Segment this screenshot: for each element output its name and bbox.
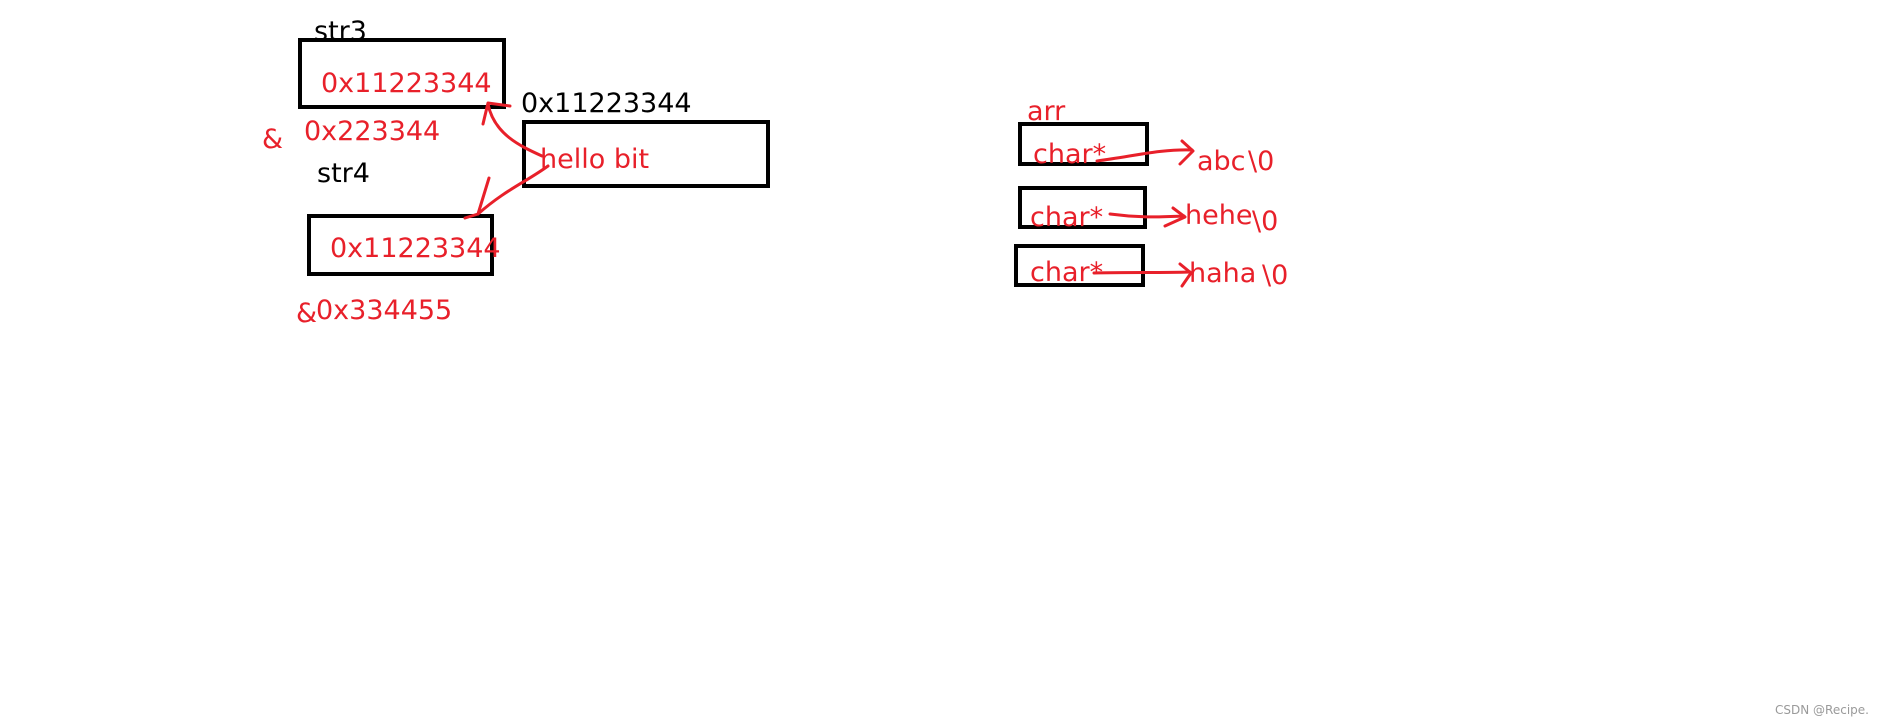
arr-cell-0-box xyxy=(1018,122,1149,166)
arr-cell-0-type: char* xyxy=(1033,139,1107,170)
arrow-head-cell0 xyxy=(1178,139,1195,166)
arr-cell-2-terminator: \0 xyxy=(1262,260,1289,291)
str4-value: 0x11223344 xyxy=(330,233,501,264)
str4-box xyxy=(307,214,494,276)
arr-cell-2-target: haha xyxy=(1189,258,1257,289)
arr-cell-2-box xyxy=(1014,244,1145,287)
str4-address: 0x334455 xyxy=(316,295,453,326)
arr-cell-1-target: hehe xyxy=(1185,200,1253,231)
arr-cell-1-terminator: \0 xyxy=(1252,206,1279,237)
arr-label: arr xyxy=(1027,96,1066,127)
watermark: CSDN @Recipe. xyxy=(1775,703,1869,717)
str3-value: 0x11223344 xyxy=(321,68,492,99)
arr-cell-0-terminator: \0 xyxy=(1248,146,1275,177)
arrow-head-cell1 xyxy=(1163,206,1187,228)
arrow-head-str4 xyxy=(463,176,491,220)
arr-cell-1-box xyxy=(1018,186,1147,229)
str4-label: str4 xyxy=(317,158,370,189)
arr-cell-1-type: char* xyxy=(1030,202,1104,233)
arr-cell-0-target: abc xyxy=(1197,146,1246,177)
constant-address: 0x11223344 xyxy=(521,88,692,119)
str3-box xyxy=(298,38,506,109)
constant-content: hello bit xyxy=(540,144,650,175)
str3-amp: & xyxy=(262,124,284,155)
arr-cell-2-type: char* xyxy=(1030,257,1104,288)
str4-amp: & xyxy=(296,298,318,329)
str3-address: 0x223344 xyxy=(304,116,441,147)
